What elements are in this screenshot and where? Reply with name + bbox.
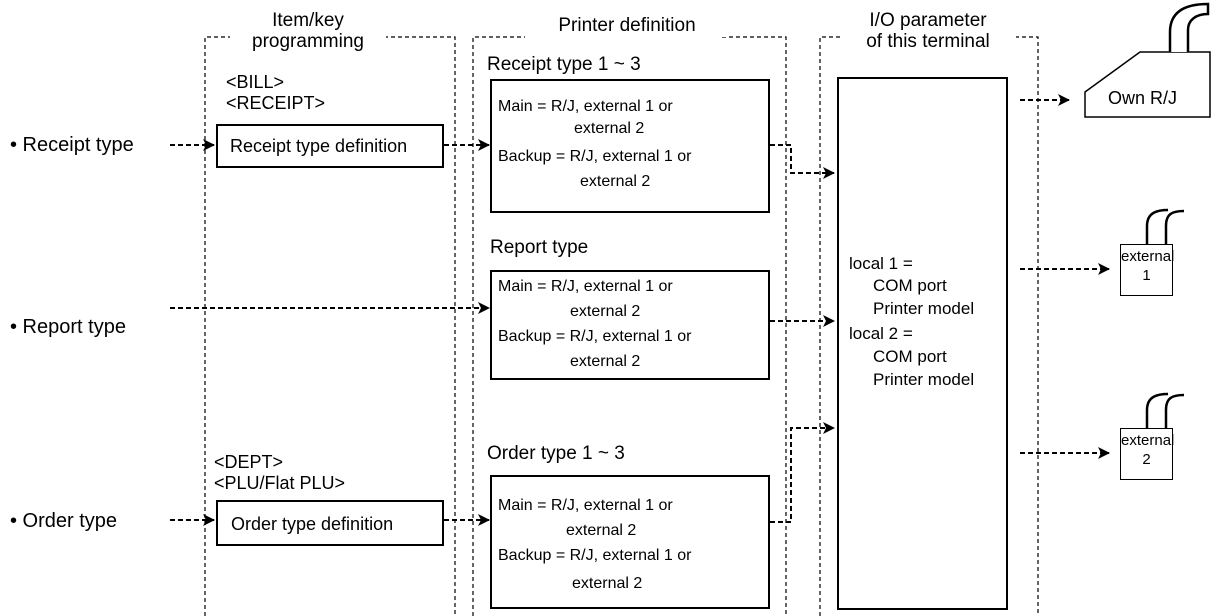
order-type-definition-label: Order type definition [231, 514, 394, 534]
order-tags: <DEPT> <PLU/Flat PLU> [214, 452, 346, 493]
external-2-printer-box: external 2 [1120, 428, 1175, 480]
report-main-line: Main = R/J, external 1 or [498, 278, 673, 295]
report-type-title: Report type [490, 237, 589, 258]
external-1-number: 1 [1142, 267, 1151, 284]
external-2-printer-icon [1145, 392, 1185, 428]
local-1-printer-model: Printer model [873, 299, 975, 318]
order-backup-line: Backup = R/J, external 1 or [498, 547, 692, 564]
receipt-main-line: Main = R/J, external 1 or [498, 98, 673, 115]
external-2-number: 2 [1142, 451, 1151, 468]
arrow-receipt-io [770, 144, 835, 179]
io-parameter-heading: I/O parameter of this terminal [840, 10, 1016, 53]
own-rj-label: Own R/J [1108, 88, 1178, 108]
external-2-label: external [1121, 432, 1175, 449]
local-1-label: local 1 = [849, 254, 913, 273]
local-1-com-port: COM port [873, 276, 947, 295]
report-main-line-2: external 2 [570, 303, 641, 320]
arrow-order-io [770, 422, 835, 523]
receipt-type-definition-label: Receipt type definition [230, 136, 408, 156]
order-main-line: Main = R/J, external 1 or [498, 497, 673, 514]
local-2-label: local 2 = [849, 324, 913, 343]
order-main-line-2: external 2 [566, 522, 637, 539]
io-frame [819, 36, 1039, 616]
receipt-type-title: Receipt type 1 ~ 3 [487, 54, 641, 75]
input-order-type: • Order type [10, 510, 118, 532]
report-printer-definition-box: Main = R/J, external 1 or external 2 Bac… [490, 270, 770, 380]
receipt-backup-line-2: external 2 [580, 173, 651, 190]
input-receipt-type: • Receipt type [10, 134, 134, 156]
receipt-main-line-2: external 2 [574, 120, 645, 137]
order-backup-line-2: external 2 [572, 575, 643, 592]
local-2-printer-model: Printer model [873, 370, 975, 389]
order-printer-definition-box: Main = R/J, external 1 or external 2 Bac… [490, 475, 770, 609]
item-key-heading: Item/key programming [230, 10, 386, 53]
printer-def-frame [472, 36, 787, 616]
receipt-printer-definition-box: Main = R/J, external 1 or external 2 Bac… [490, 79, 770, 213]
item-key-frame [204, 36, 456, 616]
report-backup-line-2: external 2 [570, 353, 641, 370]
receipt-backup-line: Backup = R/J, external 1 or [498, 148, 692, 165]
external-1-label: external [1121, 248, 1175, 265]
own-rj-printer-icon [1084, 2, 1211, 118]
external-1-printer-box: external 1 [1120, 244, 1175, 296]
order-type-definition-box: Order type definition [216, 500, 444, 546]
input-report-type: • Report type [10, 316, 126, 338]
external-1-printer-icon [1145, 208, 1185, 244]
io-parameter-box: local 1 = COM port Printer model local 2… [837, 77, 1008, 610]
local-2-com-port: COM port [873, 347, 947, 366]
order-type-title: Order type 1 ~ 3 [487, 443, 625, 464]
report-backup-line: Backup = R/J, external 1 or [498, 328, 692, 345]
printer-definition-heading: Printer definition [527, 15, 727, 37]
receipt-tags: <BILL> <RECEIPT> [226, 72, 326, 113]
receipt-type-definition-box: Receipt type definition [216, 124, 444, 168]
